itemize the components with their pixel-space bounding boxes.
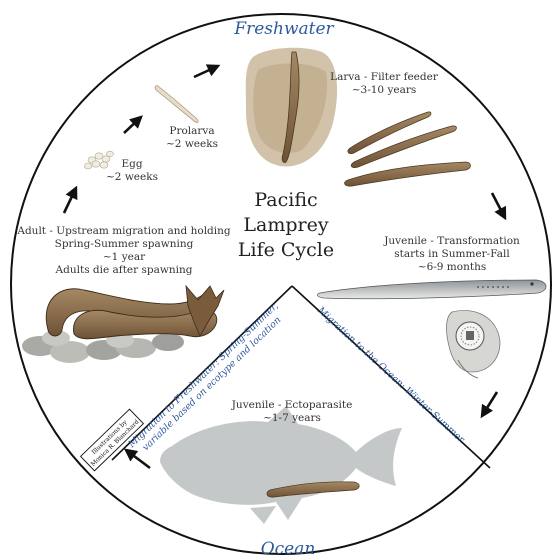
label-larva-name: Larva - Filter feeder (330, 71, 439, 83)
label-juvenile-transformation-season: starts in Summer-Fall (394, 248, 510, 260)
label-egg-duration: ~2 weeks (106, 171, 158, 183)
title-line-2: Lamprey (243, 214, 328, 236)
label-juvenile-transformation-name: Juvenile - Transformation (383, 235, 520, 247)
label-prolarva-name: Prolarva (169, 125, 214, 137)
label-larva-duration: ~3-10 years (352, 84, 417, 96)
habitat-freshwater-label: Freshwater (233, 19, 334, 39)
label-prolarva: Prolarva ~2 weeks (166, 125, 218, 150)
label-juvenile-ectoparasite-name: Juvenile - Ectoparasite (231, 399, 353, 411)
title-line-1: Pacific (254, 189, 317, 211)
label-juvenile-ectoparasite-duration: ~1-7 years (263, 412, 321, 424)
label-juvenile-transformation-duration: ~6-9 months (418, 261, 486, 273)
label-prolarva-duration: ~2 weeks (166, 138, 218, 150)
label-adult-spawning: Spring-Summer spawning (55, 238, 194, 250)
title-line-3: Life Cycle (238, 239, 334, 261)
label-adult-name: Adult - Upstream migration and holding (16, 225, 231, 237)
label-adult-duration: ~1 year (103, 251, 146, 263)
label-adult-note: Adults die after spawning (55, 264, 193, 276)
habitat-ocean-label: Ocean (261, 539, 316, 559)
label-egg-name: Egg (121, 158, 142, 170)
